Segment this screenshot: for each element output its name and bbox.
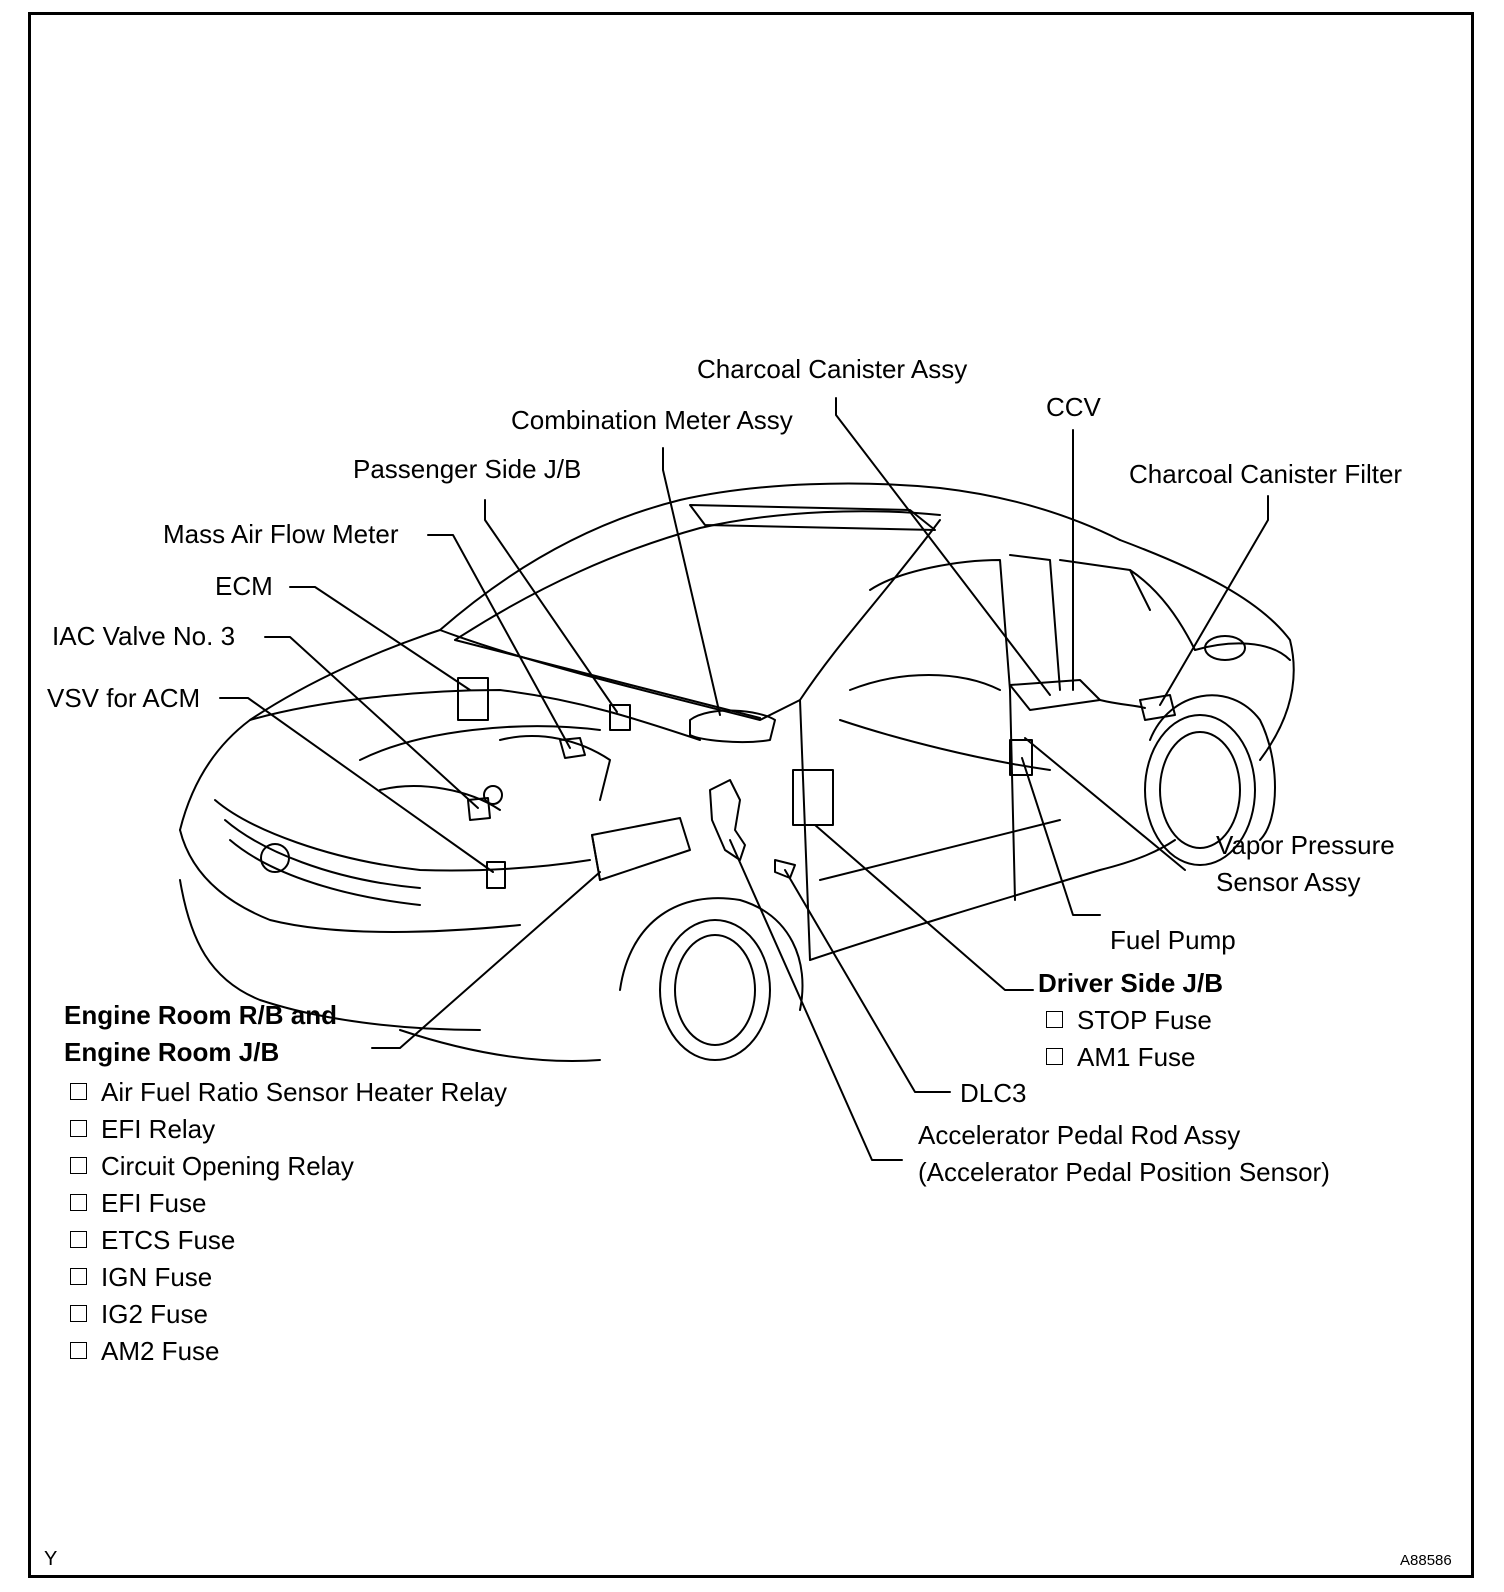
- engine-room-item: AM2 Fuse: [70, 1336, 220, 1366]
- accelerator-pedal-label-1: Accelerator Pedal Rod Assy: [918, 1120, 1241, 1150]
- charcoal-canister-assy-label: Charcoal Canister Assy: [697, 354, 968, 384]
- diagram-frame: [28, 12, 1474, 1578]
- item-label: Circuit Opening Relay: [101, 1151, 354, 1181]
- driver-side-item: STOP Fuse: [1046, 1005, 1212, 1035]
- checkbox-icon: [70, 1193, 87, 1211]
- item-label: IGN Fuse: [101, 1262, 213, 1292]
- engine-room-item: EFI Relay: [70, 1114, 215, 1144]
- engine-room-rb-unit: [591, 817, 691, 881]
- engine-room-item: ETCS Fuse: [70, 1225, 235, 1255]
- accelerator-pedal-unit: [709, 779, 746, 861]
- leader-lines: [219, 397, 1269, 1161]
- accelerator-pedal-label-2: (Accelerator Pedal Position Sensor): [918, 1157, 1330, 1187]
- combination-meter-unit: [689, 709, 776, 744]
- driver-side-jb-title: Driver Side J/B: [1038, 968, 1223, 998]
- checkbox-icon: [70, 1304, 87, 1322]
- engine-room-item: Air Fuel Ratio Sensor Heater Relay: [70, 1077, 507, 1107]
- checkbox-icon: [70, 1341, 87, 1359]
- driver-side-item: AM1 Fuse: [1046, 1042, 1196, 1072]
- vsv-for-acm-label: VSV for ACM: [47, 683, 201, 713]
- passenger-side-jb-label: Passenger Side J/B: [353, 454, 582, 484]
- figure-id: A88586: [1400, 1552, 1452, 1569]
- item-label: EFI Relay: [101, 1114, 216, 1144]
- item-label: Air Fuel Ratio Sensor Heater Relay: [101, 1077, 508, 1107]
- engine-room-item: Circuit Opening Relay: [70, 1151, 354, 1181]
- stop-fuse-label: STOP Fuse: [1077, 1005, 1212, 1035]
- engine-room-item: IGN Fuse: [70, 1262, 212, 1292]
- dlc3-label: DLC3: [960, 1078, 1027, 1108]
- driver-side-jb-unit: [792, 769, 834, 826]
- footer-left-code: Y: [44, 1548, 58, 1570]
- checkbox-icon: [1046, 1010, 1063, 1028]
- vapor-pressure-label-1: Vapor Pressure: [1216, 830, 1395, 860]
- checkbox-icon: [70, 1230, 87, 1248]
- vsv-unit: [486, 861, 506, 889]
- vapor-pressure-label-2: Sensor Assy: [1216, 867, 1361, 897]
- item-label: IG2 Fuse: [101, 1299, 208, 1329]
- ecm-label: ECM: [215, 571, 273, 601]
- combination-meter-assy-label: Combination Meter Assy: [511, 405, 793, 435]
- checkbox-icon: [70, 1267, 87, 1285]
- components: [457, 677, 1176, 889]
- maf-meter-unit: [559, 737, 586, 759]
- fuel-pump-unit: [1009, 739, 1033, 776]
- checkbox-icon: [70, 1119, 87, 1137]
- checkbox-icon: [1046, 1047, 1063, 1065]
- item-label: AM2 Fuse: [101, 1336, 220, 1366]
- am1-fuse-label: AM1 Fuse: [1077, 1042, 1196, 1072]
- engine-room-title-1: Engine Room R/B and: [64, 1000, 337, 1030]
- ecm-unit: [457, 677, 489, 721]
- charcoal-canister-unit: [1009, 679, 1101, 711]
- item-label: ETCS Fuse: [101, 1225, 236, 1255]
- iac-valve-label: IAC Valve No. 3: [52, 621, 236, 651]
- fuel-pump-label: Fuel Pump: [1110, 925, 1236, 955]
- engine-room-item: IG2 Fuse: [70, 1299, 208, 1329]
- canister-filter-unit: [1139, 694, 1176, 721]
- passenger-jb-unit: [609, 704, 631, 731]
- checkbox-icon: [70, 1082, 87, 1100]
- mass-air-flow-meter-label: Mass Air Flow Meter: [163, 519, 399, 549]
- ccv-label: CCV: [1046, 392, 1101, 422]
- checkbox-icon: [70, 1156, 87, 1174]
- engine-room-item: EFI Fuse: [70, 1188, 206, 1218]
- engine-room-title-2: Engine Room J/B: [64, 1037, 280, 1067]
- charcoal-canister-filter-label: Charcoal Canister Filter: [1129, 459, 1403, 489]
- item-label: EFI Fuse: [101, 1188, 207, 1218]
- iac-valve-unit: [467, 797, 491, 821]
